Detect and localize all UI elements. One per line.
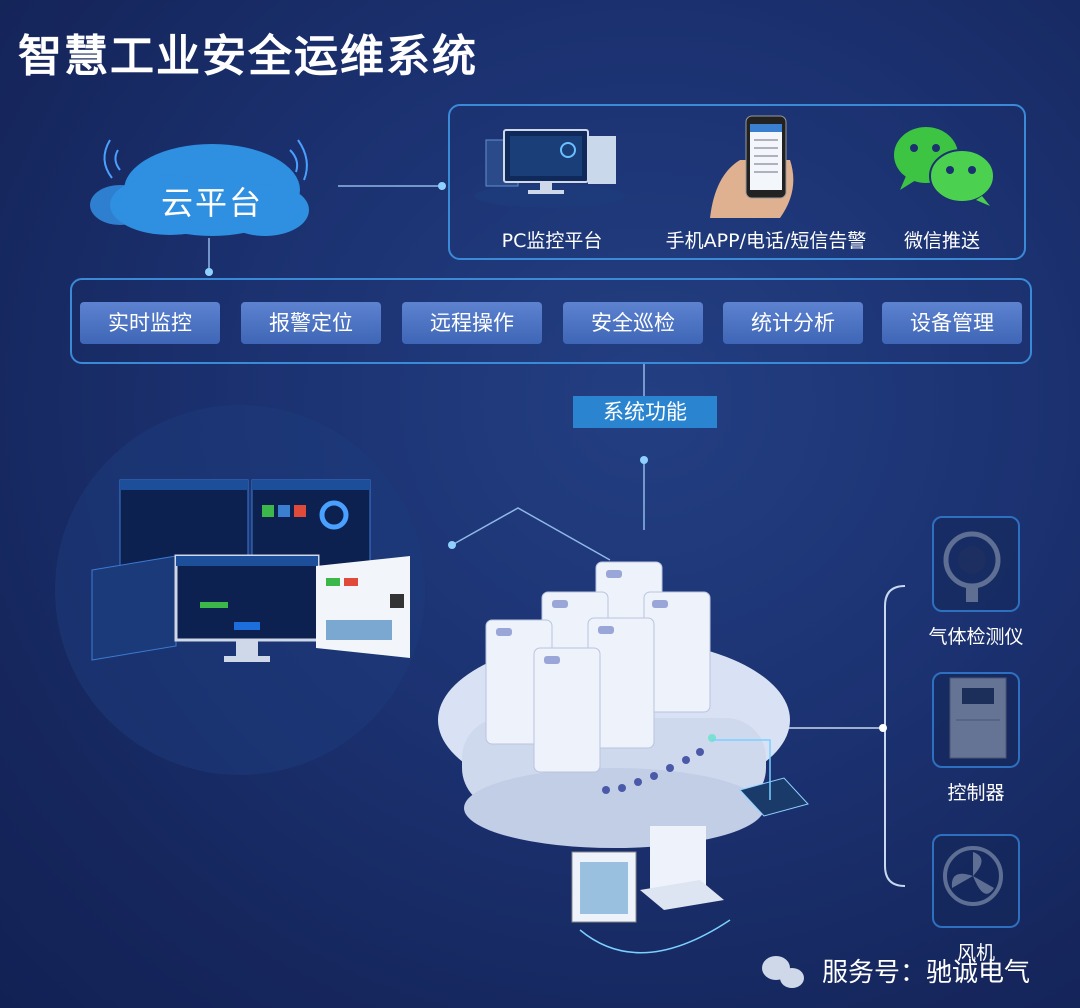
- wechat-icon: [894, 127, 995, 206]
- fan-box: [932, 834, 1020, 928]
- function-device-management: 设备管理: [882, 302, 1022, 344]
- function-alarm-location: 报警定位: [241, 302, 381, 344]
- channel-wechat-label: 微信推送: [903, 230, 980, 252]
- channel-mobile-label: 手机APP/电话/短信告警: [665, 230, 867, 252]
- cloud-icon: [90, 139, 309, 236]
- gas-detector-box: [932, 516, 1020, 612]
- device-controller-label: 控制器: [947, 782, 1005, 804]
- alert-channels-panel: [448, 104, 1026, 260]
- server-cloud-image: [438, 561, 809, 954]
- function-remote-operation: 远程操作: [402, 302, 542, 344]
- footer-wechat-icon: [762, 956, 804, 988]
- function-safety-inspection: 安全巡检: [563, 302, 703, 344]
- channel-pc-label: PC监控平台: [501, 230, 603, 252]
- system-functions-panel: [70, 278, 1032, 364]
- function-statistical-analysis: 统计分析: [723, 302, 863, 344]
- cloud-platform-label: 云平台: [160, 184, 263, 222]
- page-title: 智慧工业安全运维系统: [18, 31, 478, 82]
- device-fan-label: 风机: [956, 942, 995, 964]
- footer-account-label: 服务号：驰诚电气: [822, 958, 1031, 988]
- system-function-label: 系统功能: [573, 396, 717, 428]
- device-gas-detector-label: 气体检测仪: [928, 626, 1024, 648]
- function-realtime-monitoring: 实时监控: [80, 302, 220, 344]
- dashboard-screens-image: [91, 479, 410, 662]
- smartphone-icon: [710, 115, 794, 218]
- controller-box: [932, 672, 1020, 768]
- pc-monitor-icon: [474, 129, 626, 208]
